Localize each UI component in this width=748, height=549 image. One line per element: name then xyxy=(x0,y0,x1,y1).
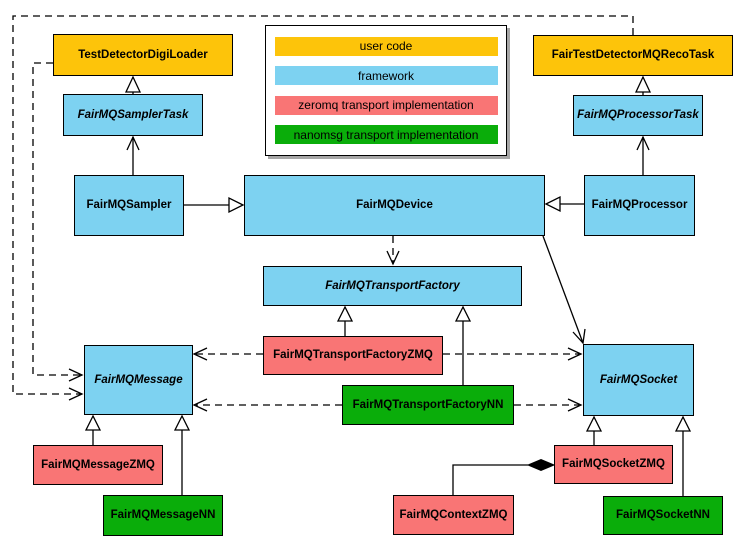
edge-device-socket-association xyxy=(542,235,586,345)
node-fairmqmessagenn: FairMQMessageNN xyxy=(103,495,223,536)
edge-factorynn-message-dependency xyxy=(192,398,342,412)
node-fairmqsocketnn: FairMQSocketNN xyxy=(603,496,723,535)
edge-processortask-recotask-inheritance xyxy=(634,75,652,95)
node-fairmqsampler: FairMQSampler xyxy=(74,175,184,236)
edge-samplertask-digiloader-inheritance xyxy=(124,75,142,94)
node-testdetectordigiloader: TestDetectorDigiLoader xyxy=(53,34,233,76)
node-fairmqsamplertask: FairMQSamplerTask xyxy=(63,94,203,136)
node-fairmqtransportfactory: FairMQTransportFactory xyxy=(263,266,522,306)
edge-factorynn-socket-dependency xyxy=(514,398,583,412)
edge-messagezmq-message-inheritance xyxy=(84,414,102,445)
legend-item-framework: framework xyxy=(274,66,498,86)
edge-factoryzmq-message-dependency xyxy=(192,347,263,361)
edge-device-transportfactory-dependency xyxy=(386,236,400,266)
node-fairtestdetectormqrecotask: FairTestDetectorMQRecoTask xyxy=(533,35,733,76)
edge-factorynn-factory-inheritance xyxy=(454,305,472,385)
node-fairmqmessagezmq: FairMQMessageZMQ xyxy=(33,445,163,485)
node-fairmqmessage: FairMQMessage xyxy=(84,345,193,415)
node-fairmqtransportfactoryzmq: FairMQTransportFactoryZMQ xyxy=(263,336,443,375)
edge-factoryzmq-socket-dependency xyxy=(443,347,583,361)
edge-socketzmq-contextzmq-composition xyxy=(452,458,556,495)
edge-messagenn-message-inheritance xyxy=(173,414,191,495)
edge-socketzmq-socket-inheritance xyxy=(585,415,603,445)
edge-sampler-device-inheritance xyxy=(184,196,245,214)
node-fairmqsocket: FairMQSocket xyxy=(583,344,694,416)
node-fairmqprocessor: FairMQProcessor xyxy=(584,175,695,236)
node-fairmqprocessortask: FairMQProcessorTask xyxy=(573,95,703,136)
edge-sampler-samplertask-association xyxy=(126,135,140,175)
edge-processor-processortask-association xyxy=(636,135,650,175)
edge-socketnn-socket-inheritance xyxy=(674,415,692,496)
legend: user code framework zeromq transport imp… xyxy=(265,25,507,156)
node-fairmqcontextzmq: FairMQContextZMQ xyxy=(393,495,514,535)
legend-item-nanomsg: nanomsg transport implementation xyxy=(274,125,498,145)
edge-factoryzmq-factory-inheritance xyxy=(336,305,354,336)
node-fairmqsocketzmq: FairMQSocketZMQ xyxy=(554,445,673,484)
legend-item-zeromq: zeromq transport implementation xyxy=(274,95,498,115)
edge-processor-device-inheritance xyxy=(544,195,584,213)
legend-item-user-code: user code xyxy=(274,36,498,56)
node-fairmqdevice: FairMQDevice xyxy=(244,175,545,236)
node-fairmqtransportfactorynn: FairMQTransportFactoryNN xyxy=(342,385,514,425)
